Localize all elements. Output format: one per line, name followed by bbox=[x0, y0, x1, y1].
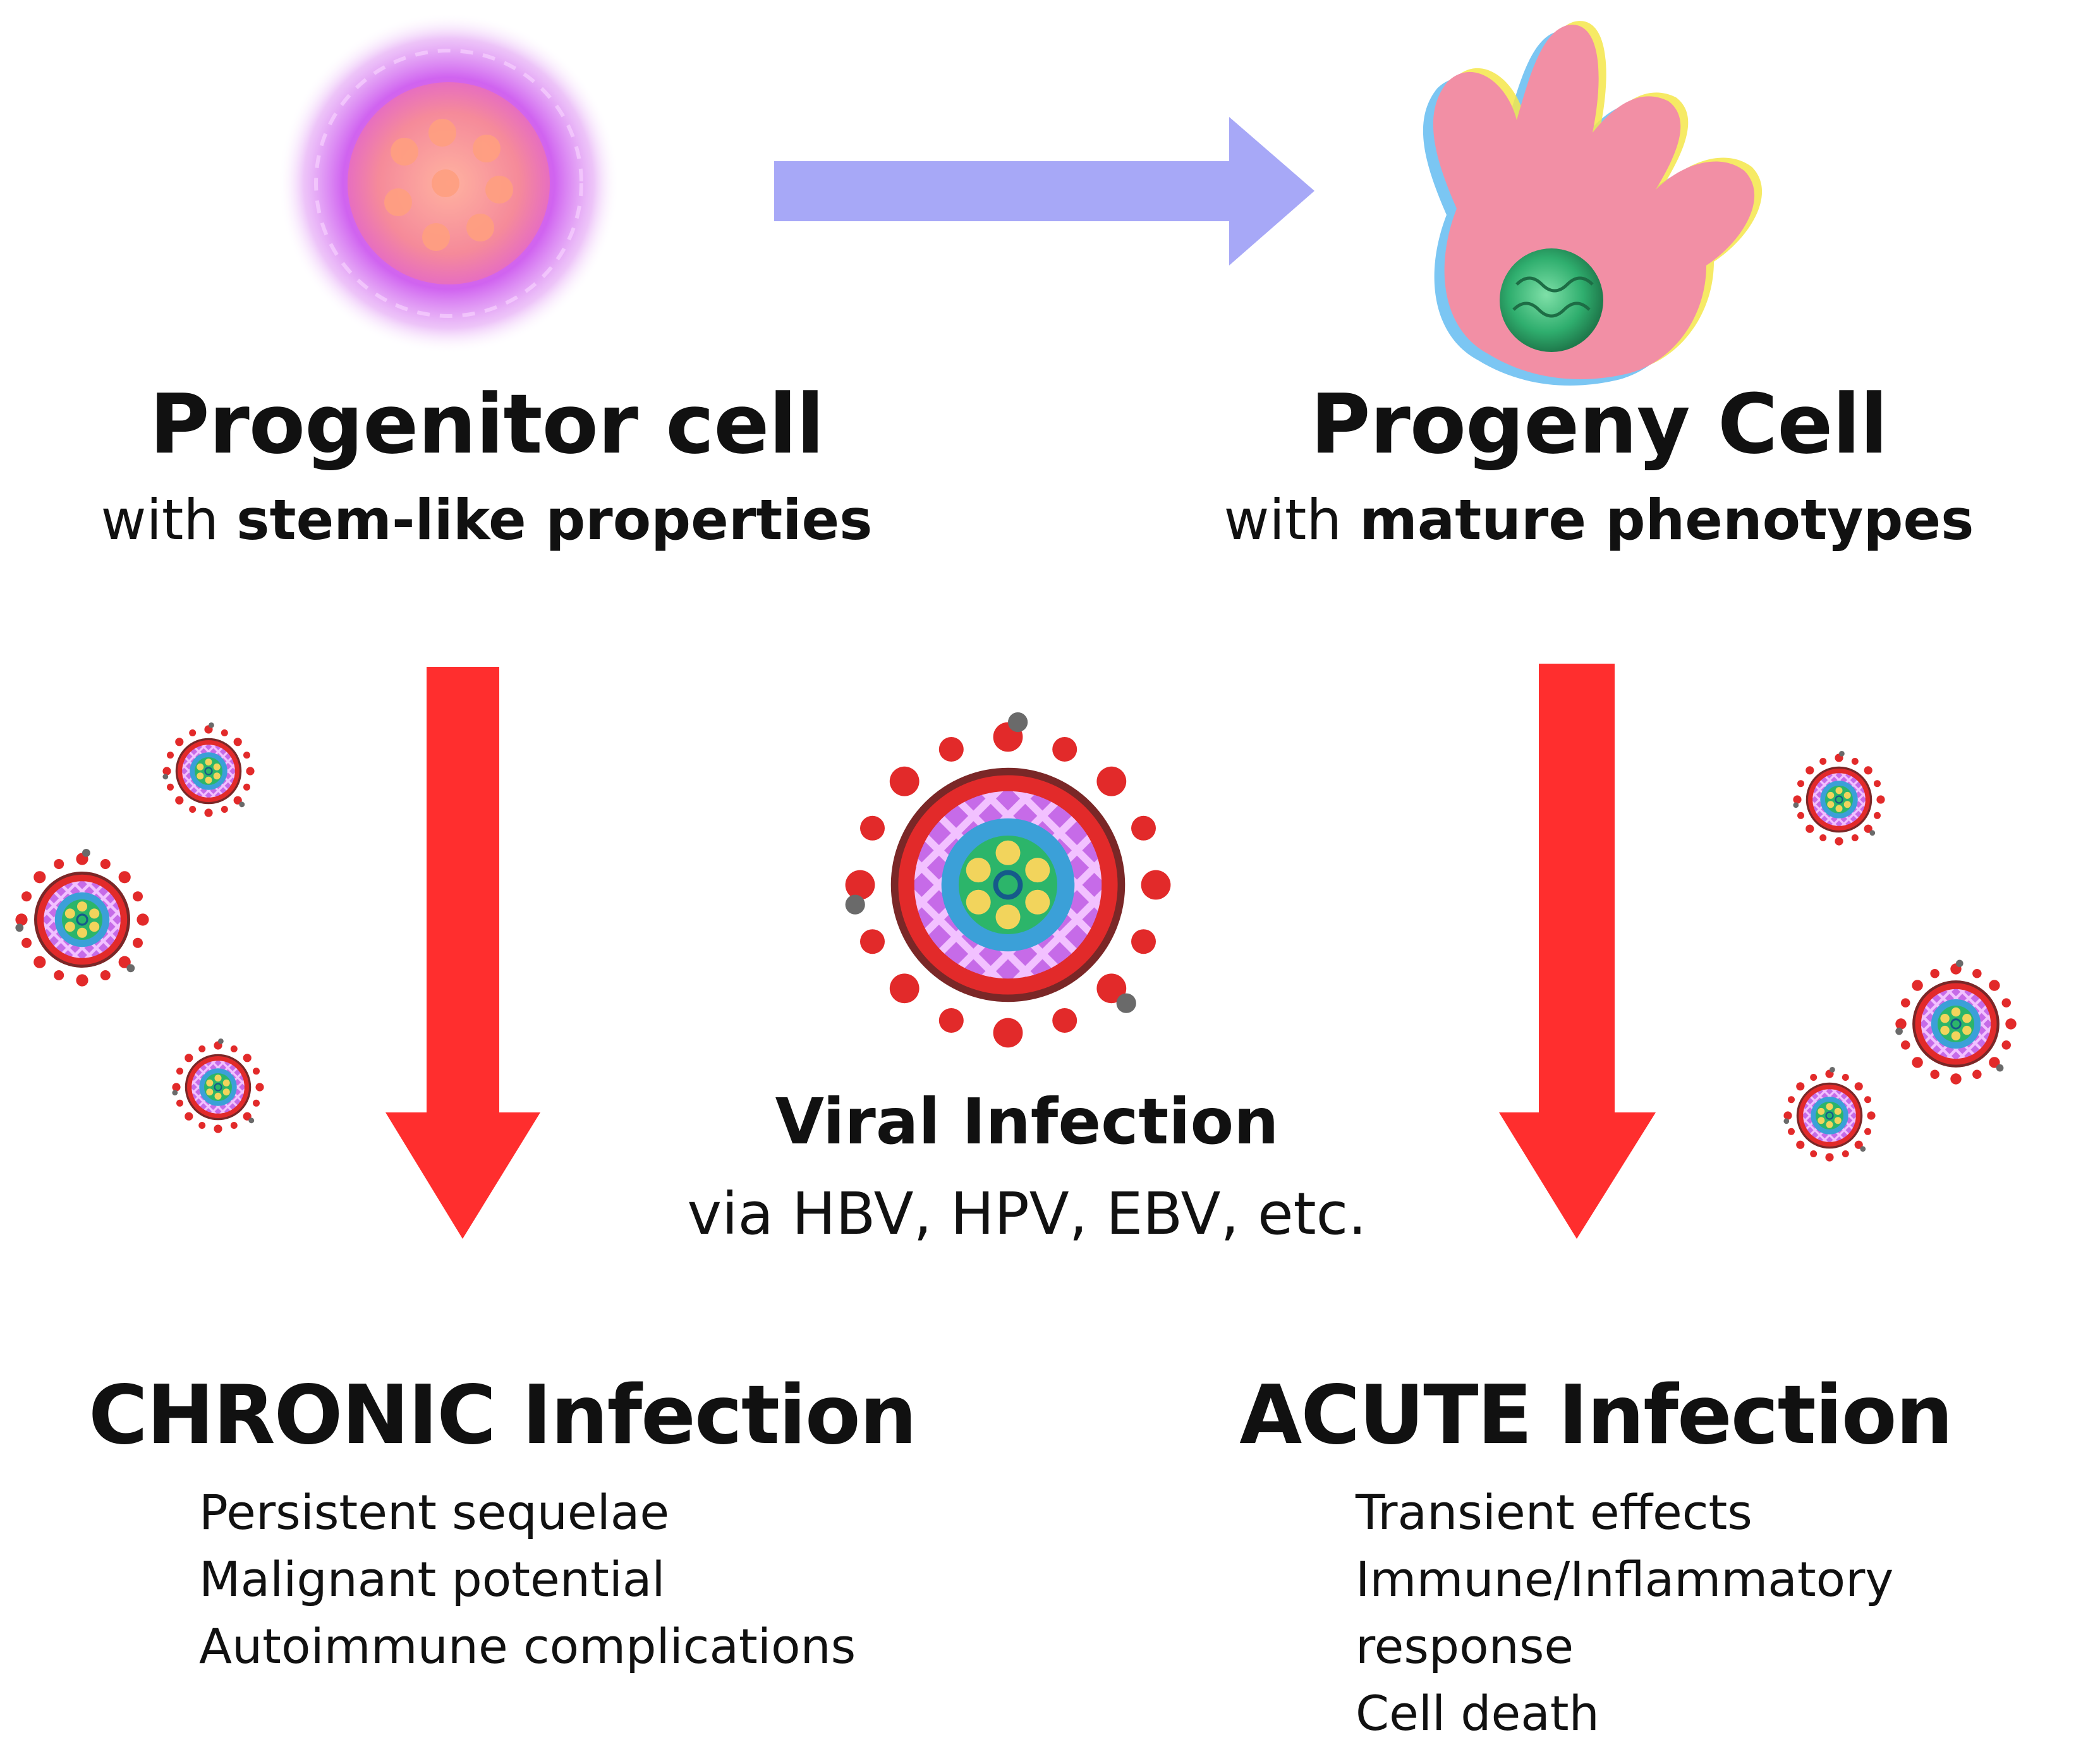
chronic-arrow bbox=[385, 667, 540, 1239]
progeny-subtitle-bold: mature phenotypes bbox=[1359, 487, 1974, 552]
progeny-cell-icon bbox=[1423, 21, 1763, 386]
progenitor-subtitle-bold: stem-like properties bbox=[236, 487, 873, 552]
small-virus-icon bbox=[1782, 1066, 1877, 1163]
central-virus-icon bbox=[846, 712, 1171, 1047]
small-virus-icon bbox=[1792, 750, 1886, 847]
small-virus-icon bbox=[161, 721, 256, 819]
progenitor-subtitle-prefix: with bbox=[100, 487, 219, 552]
acute-effect-item: Transient effects bbox=[1356, 1484, 1752, 1540]
acute-effect-item: Cell death bbox=[1356, 1685, 1599, 1741]
viral-infection-subtitle: via HBV, HPV, EBV, etc. bbox=[687, 1180, 1367, 1248]
small-virus-icon bbox=[1895, 960, 2016, 1085]
progenitor-subtitle: with stem-like properties bbox=[76, 487, 897, 552]
acute-arrow bbox=[1499, 664, 1656, 1239]
diagram-artwork bbox=[0, 13, 2100, 1239]
acute-effect-item: Immune/Inflammatory response bbox=[1356, 1551, 1894, 1674]
progeny-subtitle-prefix: with bbox=[1223, 487, 1342, 552]
acute-title: ACUTE Infection bbox=[1239, 1368, 1953, 1463]
acute-effects-list: Transient effects Immune/Inflammatory re… bbox=[1356, 1479, 2100, 1747]
progeny-subtitle: with mature phenotypes bbox=[1188, 487, 2010, 552]
progenitor-title: Progenitor cell bbox=[149, 376, 824, 472]
chronic-effect-item: Autoimmune complications bbox=[199, 1618, 856, 1674]
chronic-title: CHRONIC Infection bbox=[88, 1368, 917, 1463]
small-virus-icon bbox=[15, 849, 149, 987]
chronic-effect-item: Persistent sequelae bbox=[199, 1484, 670, 1540]
progeny-title: Progeny Cell bbox=[1310, 376, 1888, 472]
chronic-effects-list: Persistent sequelae Malignant potential … bbox=[199, 1479, 856, 1680]
progenitor-cell-icon bbox=[278, 13, 619, 354]
chronic-effect-item: Malignant potential bbox=[199, 1551, 665, 1607]
differentiation-arrow bbox=[774, 117, 1314, 265]
small-virus-icon bbox=[171, 1037, 265, 1135]
viral-infection-title: Viral Infection bbox=[775, 1085, 1279, 1159]
